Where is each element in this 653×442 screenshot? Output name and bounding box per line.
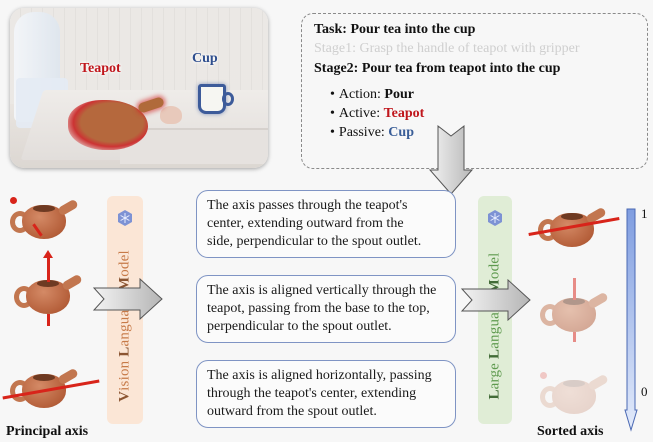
cup-handle (222, 92, 234, 106)
task-box: Task: Pour tea into the cup Stage1: Gras… (301, 13, 648, 169)
desc-line: The axis passes through the teapot's (207, 198, 408, 213)
axis-arrow-down (573, 332, 576, 342)
action-value: Pour (384, 87, 414, 102)
vlm-label: Vision Language Model (116, 250, 133, 402)
desc-line: outward from the spout outlet. (207, 404, 377, 419)
passive-value: Cup (388, 125, 414, 140)
bullet: • (330, 87, 335, 102)
axis-endpoint (540, 372, 547, 379)
action-key: Action: (338, 87, 385, 102)
task-title: Task: Pour tea into the cup (314, 22, 476, 37)
teapot-render-3 (2, 366, 100, 412)
list-item-action: •Action: Pour (330, 85, 647, 104)
sorted-axis-caption: Sorted axis (537, 424, 604, 439)
teapot-render-2 (10, 250, 83, 326)
snowflake-frozen-icon (118, 210, 132, 226)
teapot-highlight (68, 100, 148, 150)
bullet: • (330, 106, 335, 121)
axis-endpoint (10, 197, 17, 204)
axis-description-1: The axis passes through the teapot's cen… (196, 190, 456, 258)
list-item-passive: •Passive: Cup (330, 123, 647, 142)
axis-arrow-down (47, 314, 50, 326)
sorted-teapot-3 (536, 372, 609, 418)
desc-line: center, extending outward from the (207, 216, 404, 231)
principal-axis-caption: Principal axis (6, 424, 89, 439)
active-key: Active: (338, 106, 384, 121)
desc-line: side, perpendicular to the spout outlet. (207, 234, 422, 249)
sorted-teapot-1 (528, 205, 620, 251)
stage2-text: Stage2: Pour tea from teapot into the cu… (314, 61, 561, 76)
scale-top-label: 1 (641, 206, 648, 221)
arrow-head (43, 250, 53, 258)
desc-line: perpendicular to the spout outlet. (207, 319, 392, 334)
teapot-label: Teapot (80, 61, 121, 76)
desc-line: through the teapot's center, extending (207, 386, 417, 401)
snowflake-frozen-icon (488, 210, 502, 226)
sorted-scale-arrow-icon (624, 208, 638, 432)
scale-bottom-label: 0 (641, 384, 648, 399)
axis-arrow-up (47, 254, 50, 282)
passive-key: Passive: (338, 125, 389, 140)
scene-image (10, 8, 268, 168)
teapot-render-1 (6, 197, 79, 243)
desc-line: The axis is aligned horizontally, passin… (207, 368, 432, 383)
axis-description-2: The axis is aligned vertically through t… (196, 275, 456, 343)
right-arrow-icon (92, 278, 163, 320)
down-arrow-icon (428, 124, 474, 195)
desc-line: The axis is aligned vertically through t… (207, 283, 437, 298)
small-object (160, 106, 182, 124)
axis-arrow-up (573, 278, 576, 300)
cup-highlight (198, 84, 226, 114)
active-value: Teapot (383, 106, 425, 121)
right-arrow-icon (460, 279, 531, 321)
stage1-text: Stage1: Grasp the handle of teapot with … (314, 41, 580, 56)
cup-label: Cup (192, 51, 218, 66)
sorted-teapot-2 (536, 278, 609, 342)
axis-description-3: The axis is aligned horizontally, passin… (196, 360, 456, 428)
llm-label: Large Language Model (486, 252, 503, 400)
list-item-active: •Active: Teapot (330, 104, 647, 123)
desc-line: teapot, passing from the base to the top… (207, 301, 430, 316)
task-attributes-list: •Action: Pour •Active: Teapot •Passive: … (314, 85, 647, 142)
bullet: • (330, 125, 335, 140)
